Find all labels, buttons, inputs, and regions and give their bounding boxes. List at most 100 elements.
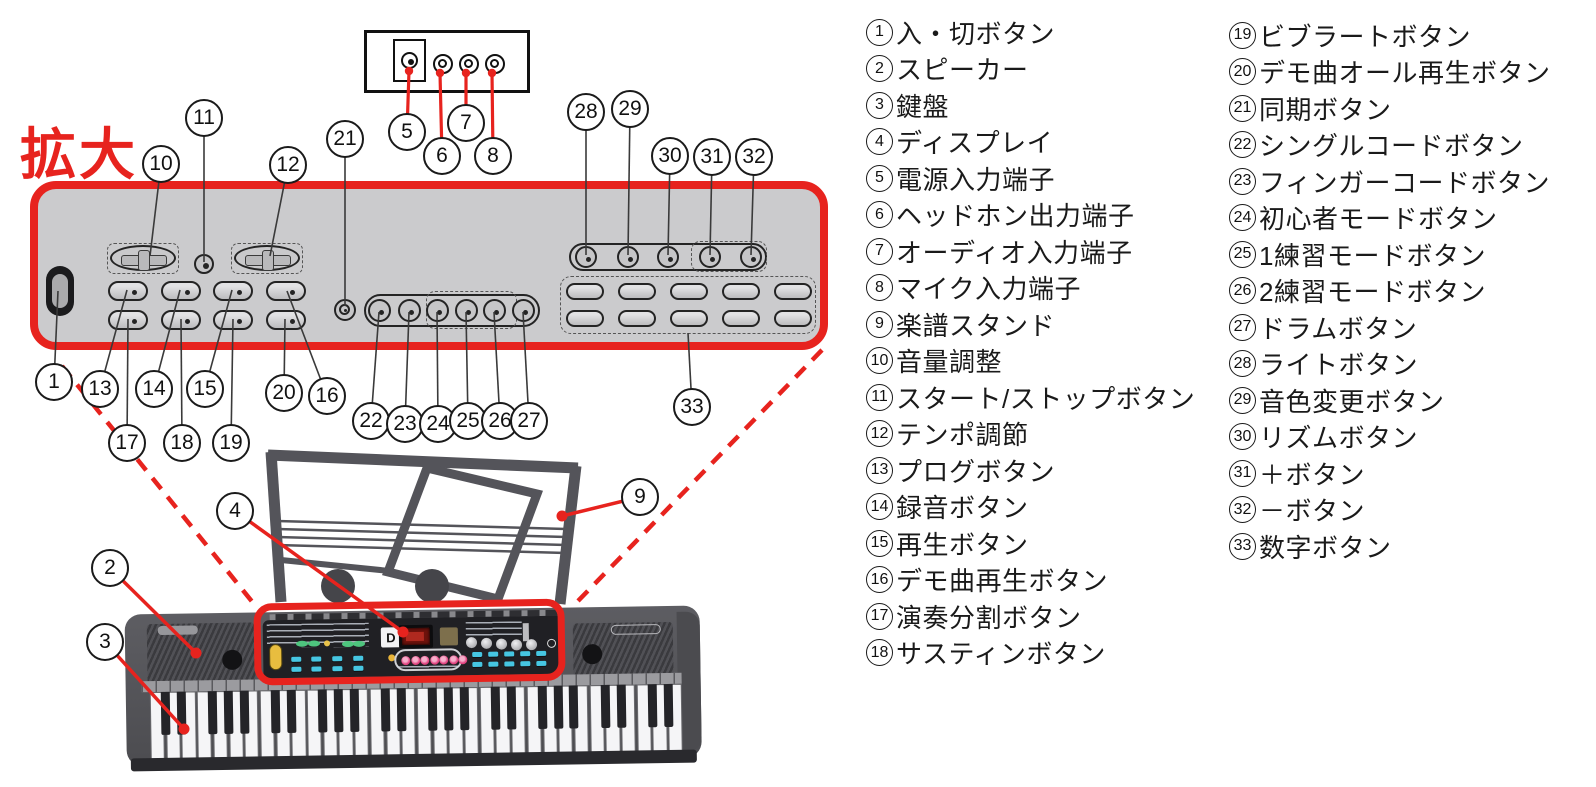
legend-label: 音量調整 xyxy=(896,347,1003,378)
legend-number-badge: 17 xyxy=(866,602,893,630)
callout-17: 17 xyxy=(108,424,146,462)
legend-number-badge: 9 xyxy=(866,310,893,338)
black-key xyxy=(333,689,344,733)
legend-number-badge: 23 xyxy=(1229,167,1256,195)
callout-9: 9 xyxy=(621,478,659,516)
black-key xyxy=(317,689,328,733)
number-button xyxy=(722,309,760,327)
callout-1: 1 xyxy=(35,363,73,401)
legend-label: 音色変更ボタン xyxy=(1259,386,1445,417)
black-key xyxy=(553,685,564,729)
legend-number-badge: 6 xyxy=(866,201,893,229)
black-key xyxy=(427,687,438,731)
black-key xyxy=(443,687,454,731)
finger-chord-button xyxy=(397,298,421,322)
rhythm-button xyxy=(657,246,679,268)
tempo-rocker xyxy=(234,245,300,271)
chord-button-group-outline xyxy=(364,294,540,327)
black-key xyxy=(459,687,469,731)
black-key xyxy=(490,686,501,730)
single-chord-button xyxy=(367,298,391,322)
legend-number-badge: 16 xyxy=(866,566,893,594)
callout-8: 8 xyxy=(474,137,512,175)
legend-item-32: 32－ボタン xyxy=(1229,492,1551,529)
legend-number-badge: 7 xyxy=(866,237,893,265)
legend-item-31: 31＋ボタン xyxy=(1229,455,1551,492)
drum-button xyxy=(511,298,535,322)
black-key xyxy=(160,691,171,735)
power-switch-slider xyxy=(52,274,68,308)
legend-label: 電源入力端子 xyxy=(896,164,1056,195)
callout-15: 15 xyxy=(186,370,224,408)
legend-number-badge: 27 xyxy=(1229,313,1256,341)
legend-label: プログボタン xyxy=(896,456,1056,487)
callout-27: 27 xyxy=(510,402,548,440)
callout-7: 7 xyxy=(447,104,485,142)
legend-label: ライトボタン xyxy=(1259,350,1419,381)
number-button xyxy=(722,282,760,300)
sustain-button xyxy=(161,310,201,330)
legend-number-badge: 25 xyxy=(1229,240,1256,268)
callout-12: 12 xyxy=(269,146,307,184)
enlarged-view-label: 拡大 xyxy=(20,123,138,186)
callout-14: 14 xyxy=(135,370,173,408)
legend-label: 録音ボタン xyxy=(896,493,1029,524)
callout-11: 11 xyxy=(185,99,223,137)
black-key xyxy=(176,691,187,735)
black-key xyxy=(569,685,579,729)
legend-number-badge: 15 xyxy=(866,529,893,557)
demo-all-button xyxy=(266,310,306,330)
number-button xyxy=(618,282,656,300)
legend-label: テンポ調節 xyxy=(896,420,1029,451)
legend-number-badge: 2 xyxy=(866,55,893,83)
legend-number-badge: 21 xyxy=(1229,94,1256,122)
legend-number-badge: 11 xyxy=(866,383,893,411)
legend-label: オーディオ入力端子 xyxy=(896,237,1133,268)
black-key xyxy=(208,691,218,735)
number-button xyxy=(566,282,604,300)
legend-number-badge: 12 xyxy=(866,420,893,448)
callout-31: 31 xyxy=(693,138,731,176)
legend-number-badge: 29 xyxy=(1229,386,1256,414)
black-key xyxy=(270,690,281,734)
legend-number-badge: 24 xyxy=(1229,204,1256,232)
callout-6: 6 xyxy=(423,137,461,175)
legend-number-badge: 5 xyxy=(866,164,893,192)
number-button xyxy=(618,309,656,327)
callout-22: 22 xyxy=(352,402,390,440)
legend-label: デモ曲オール再生ボタン xyxy=(1259,58,1551,89)
practice1-button xyxy=(454,298,478,322)
legend-number-badge: 32 xyxy=(1229,496,1256,524)
plus-button xyxy=(699,246,721,268)
legend-label: スピーカー xyxy=(896,55,1029,86)
legend-label: 入・切ボタン xyxy=(896,18,1056,49)
black-key xyxy=(286,689,297,733)
legend-label: サスティンボタン xyxy=(896,639,1106,670)
legend-number-badge: 13 xyxy=(866,456,893,484)
legend-label: 楽譜スタンド xyxy=(896,310,1056,341)
legend-number-badge: 30 xyxy=(1229,423,1256,451)
callout-2: 2 xyxy=(91,549,129,587)
legend-label: －ボタン xyxy=(1259,496,1366,527)
volume-rocker xyxy=(110,245,176,271)
callout-21: 21 xyxy=(326,120,364,158)
legend-number-badge: 20 xyxy=(1229,58,1256,86)
legend-label: 初心者モードボタン xyxy=(1259,204,1498,235)
